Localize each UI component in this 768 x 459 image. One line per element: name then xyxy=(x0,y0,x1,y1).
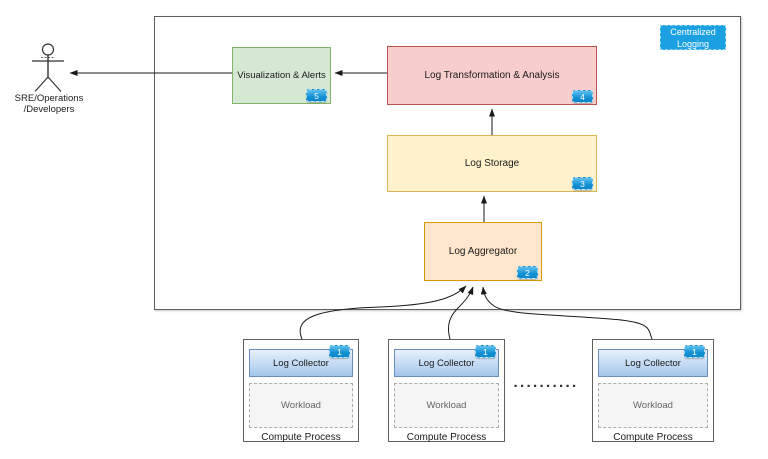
ellipsis-dots: ·········· xyxy=(513,378,579,395)
centralized-logging-badge: Centralized Logging xyxy=(660,25,726,50)
workload-2-label: Workload xyxy=(426,400,467,411)
step-badge-2: 2 xyxy=(517,266,538,279)
node-visualization-alerts-label: Visualization & Alerts xyxy=(237,70,326,81)
actor-label-line1: SRE/Operations xyxy=(14,93,84,104)
node-log-storage-label: Log Storage xyxy=(464,158,520,169)
compute-process-1: Log Collector 1 Workload Compute Process xyxy=(243,339,359,443)
log-collector-3: Log Collector 1 xyxy=(598,345,708,377)
node-log-aggregator-label: Log Aggregator xyxy=(448,246,518,257)
workload-1-label: Workload xyxy=(281,400,321,411)
workload-3: Workload xyxy=(598,383,708,428)
actor-icon xyxy=(32,43,64,92)
compute-process-3: Log Collector 1 Workload Compute Process xyxy=(592,339,714,443)
log-collector-2: Log Collector 1 xyxy=(394,345,499,377)
log-collector-2-label: Log Collector xyxy=(418,357,475,369)
compute-process-2: Log Collector 1 Workload Compute Process xyxy=(388,339,505,443)
node-log-transformation: Log Transformation & Analysis 4 xyxy=(387,46,597,105)
log-collector-3-label: Log Collector xyxy=(625,357,681,369)
centralized-logging-badge-line2: Logging xyxy=(676,38,710,49)
actor-label: SRE/Operations /Developers xyxy=(2,93,96,115)
step-badge-1: 1 xyxy=(684,345,705,358)
workload-3-label: Workload xyxy=(633,400,673,411)
compute-process-1-label: Compute Process xyxy=(261,432,341,443)
workload-1: Workload xyxy=(249,383,353,428)
node-visualization-alerts: Visualization & Alerts 5 xyxy=(232,47,331,104)
compute-process-3-label: Compute Process xyxy=(613,432,693,443)
step-badge-5: 5 xyxy=(306,89,327,102)
log-collector-1: Log Collector 1 xyxy=(249,345,353,377)
step-badge-4: 4 xyxy=(572,90,593,103)
node-log-transformation-label: Log Transformation & Analysis xyxy=(424,70,560,81)
node-log-aggregator: Log Aggregator 2 xyxy=(424,222,542,281)
step-badge-1: 1 xyxy=(475,345,496,358)
workload-2: Workload xyxy=(394,383,499,428)
log-collector-1-label: Log Collector xyxy=(273,357,329,369)
step-badge-3: 3 xyxy=(572,177,593,190)
compute-process-2-label: Compute Process xyxy=(406,432,487,443)
node-log-storage: Log Storage 3 xyxy=(387,135,597,192)
actor-label-line2: /Developers xyxy=(23,104,75,115)
centralized-logging-badge-line1: Centralized xyxy=(670,27,716,37)
step-badge-1: 1 xyxy=(329,345,350,358)
